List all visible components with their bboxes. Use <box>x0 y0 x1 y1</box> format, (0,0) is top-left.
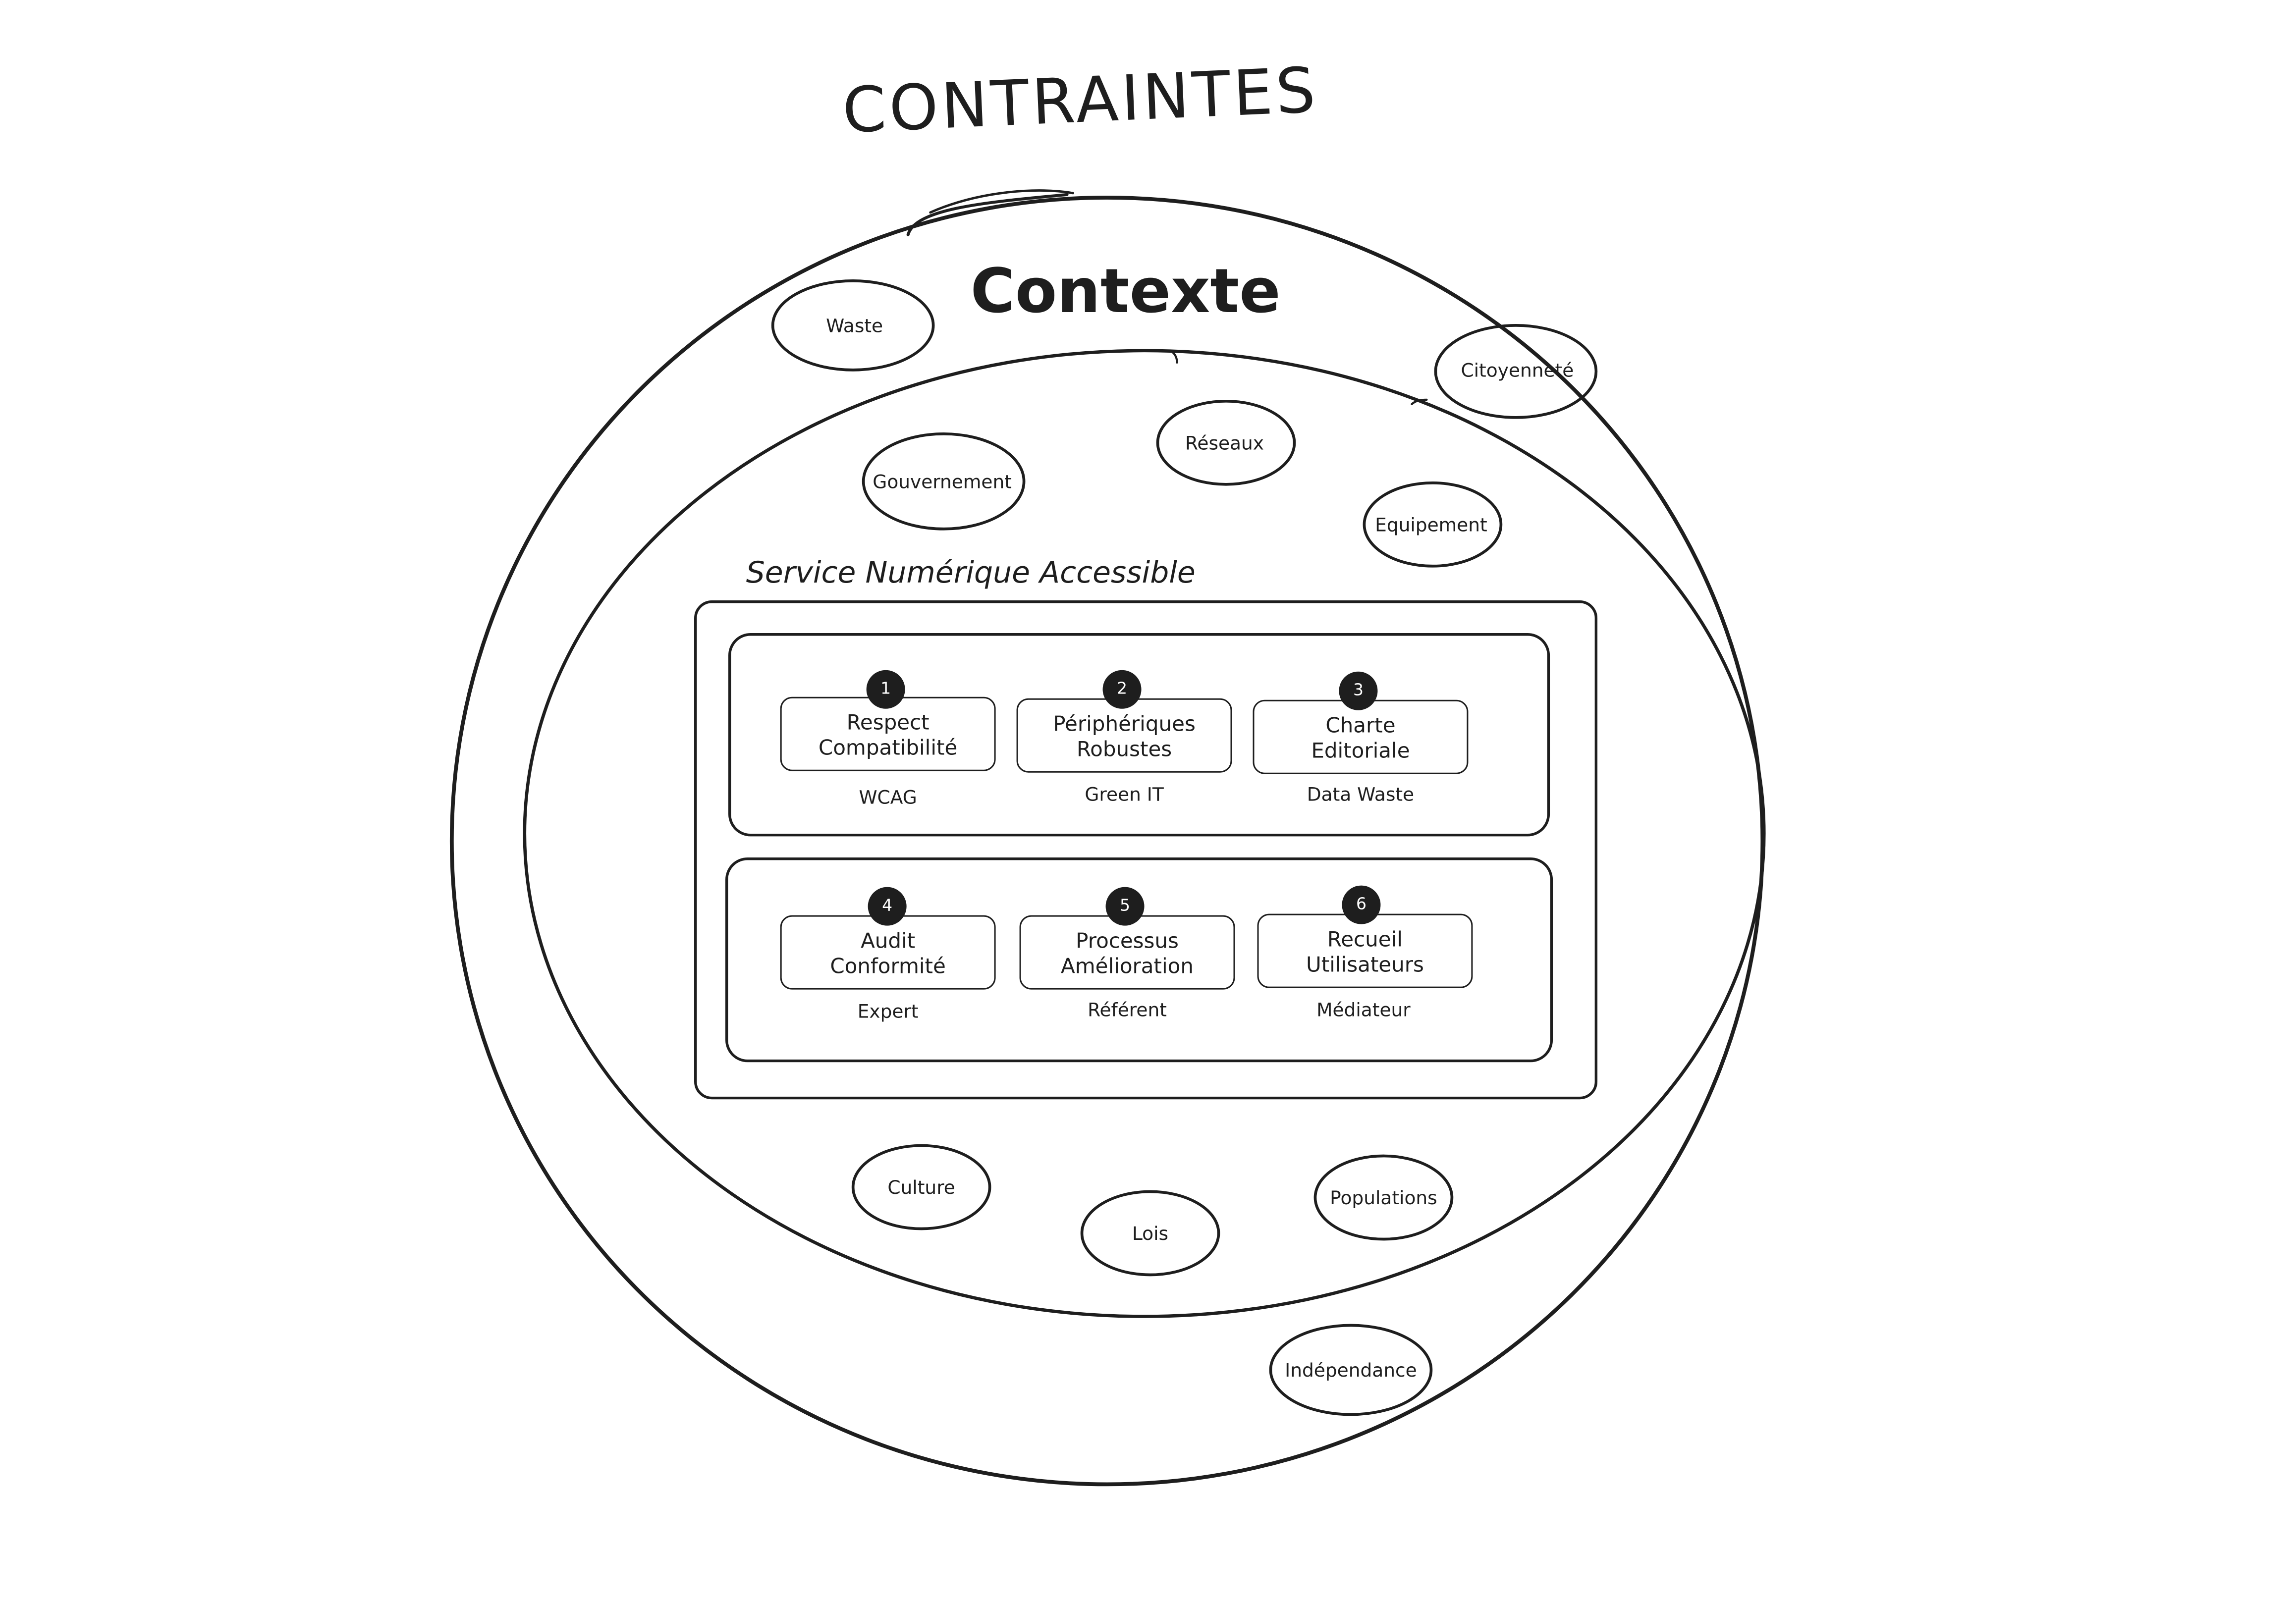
step-badge-6: 6 <box>1342 885 1381 924</box>
step-badge-4: 4 <box>868 887 907 926</box>
bubble-label-populations: Populations <box>1330 1186 1437 1209</box>
card-title-line2: Utilisateurs <box>1306 954 1424 978</box>
row-2-container <box>725 857 1553 1063</box>
card-title-line2: Robustes <box>1076 738 1172 762</box>
bubble-culture <box>851 1144 991 1230</box>
card-title: Audit Conformité <box>782 930 994 981</box>
bubble-label-gouvernement: Gouvernement <box>873 470 1012 493</box>
bubble-label-reseaux: Réseaux <box>1185 431 1264 454</box>
bubble-lois <box>1080 1190 1220 1277</box>
card-peripheriques-robustes: Périphériques Robustes <box>1016 698 1232 773</box>
card-title-line2: Conformité <box>830 955 946 979</box>
bubble-reseaux <box>1156 399 1296 486</box>
card-charte-editoriale: Charte Editoriale <box>1253 699 1469 774</box>
bubble-label-waste: Waste <box>826 314 883 337</box>
card-title-line1: Recueil <box>1327 928 1403 953</box>
card-title: Recueil Utilisateurs <box>1258 929 1471 979</box>
card-respect-compatibilite: Respect Compatibilité <box>780 696 996 771</box>
card-title-line2: Compatibilité <box>818 737 958 761</box>
card-title: Charte Editoriale <box>1254 715 1467 765</box>
row-1-container <box>728 633 1550 837</box>
card-title-line2: Editoriale <box>1311 740 1410 764</box>
step-badge-1: 1 <box>866 670 905 709</box>
bubble-label-equipement: Equipement <box>1375 513 1487 536</box>
bubble-populations <box>1313 1154 1454 1241</box>
card-processus-amelioration: Processus Amélioration <box>1019 915 1235 990</box>
card-audit-conformite: Audit Conformité <box>780 915 996 990</box>
card-title-line2: Amélioration <box>1061 955 1194 979</box>
card-recueil-utilisateurs: Recueil Utilisateurs <box>1257 913 1473 988</box>
bubble-label-lois: Lois <box>1132 1222 1169 1244</box>
service-container <box>694 600 1598 1100</box>
card-title: Périphériques Robustes <box>1018 713 1231 764</box>
bubble-label-independance: Indépendance <box>1285 1358 1417 1381</box>
card-title: Respect Compatibilité <box>782 712 994 762</box>
context-boundary <box>523 349 1766 1318</box>
card-title-line1: Processus <box>1076 930 1179 954</box>
card-title-line1: Audit <box>861 930 916 954</box>
step-badge-5: 5 <box>1105 887 1145 926</box>
outer-boundary <box>449 196 1765 1487</box>
card-title-line1: Respect <box>846 711 929 736</box>
bubble-waste <box>771 279 935 372</box>
card-title-line1: Charte <box>1325 714 1396 739</box>
step-badge-2: 2 <box>1102 670 1142 709</box>
card-title-line1: Périphériques <box>1053 713 1196 737</box>
card-subtitle-expert: Expert <box>857 1000 919 1022</box>
card-title: Processus Amélioration <box>1021 930 1234 981</box>
card-subtitle-data-waste: Data Waste <box>1307 783 1415 805</box>
bubble-independance <box>1269 1324 1433 1416</box>
bubble-label-culture: Culture <box>887 1176 955 1199</box>
card-subtitle-referent: Référent <box>1088 998 1167 1021</box>
bubble-citoyennete <box>1434 324 1598 419</box>
bubble-gouvernement <box>862 432 1026 531</box>
context-label: Contexte <box>970 255 1281 327</box>
bubble-label-citoyennete: Citoyenneté <box>1461 359 1574 381</box>
card-subtitle-mediateur: Médiateur <box>1316 998 1411 1021</box>
card-subtitle-green-it: Green IT <box>1085 783 1164 805</box>
service-label: Service Numérique Accessible <box>746 554 1196 590</box>
card-subtitle-wcag: WCAG <box>859 786 917 808</box>
bubble-equipement <box>1363 481 1503 568</box>
step-badge-3: 3 <box>1339 671 1378 710</box>
